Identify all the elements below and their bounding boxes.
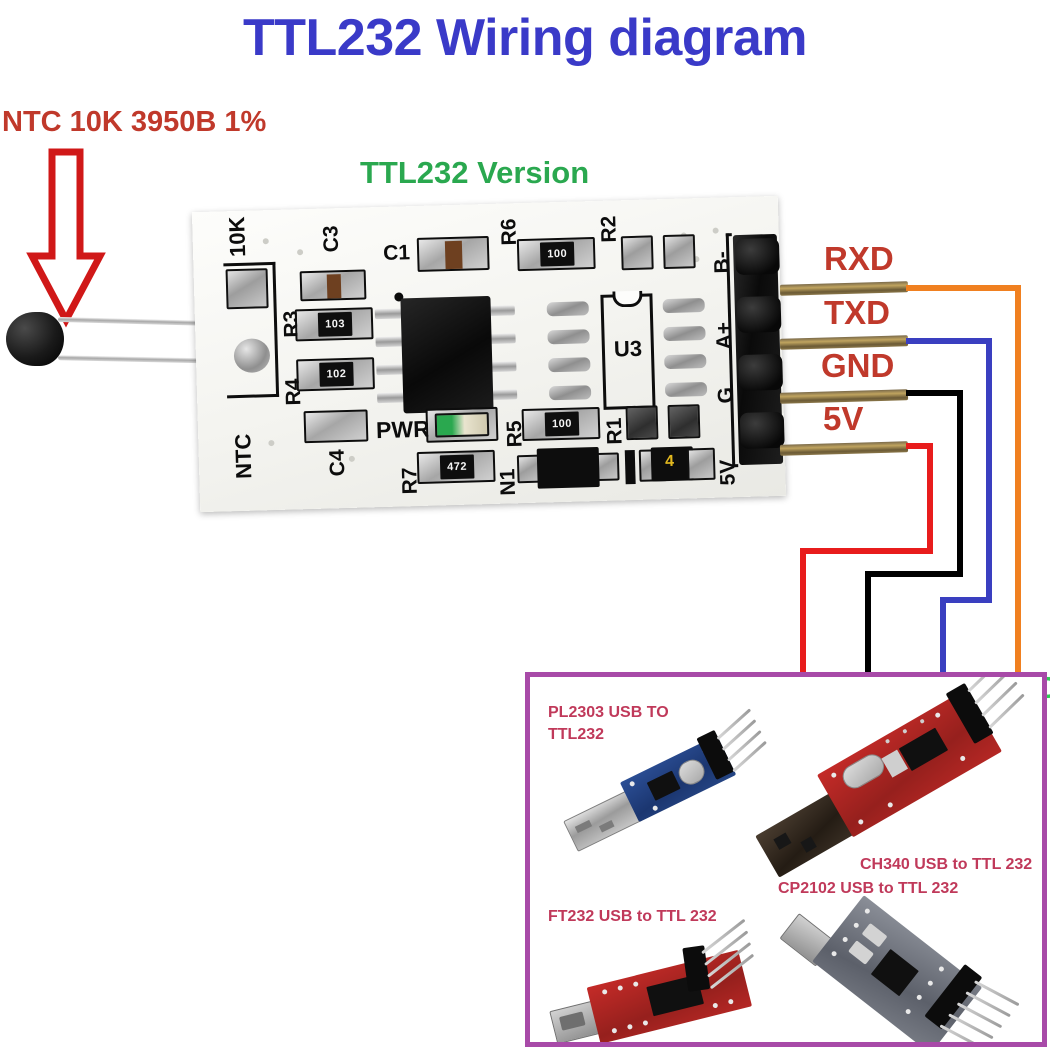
- pwr-led: [434, 412, 490, 438]
- r7-value: 472: [439, 454, 475, 480]
- r5-value: 100: [544, 411, 580, 437]
- wire-rxd: [906, 285, 1021, 678]
- ntc-thermistor-bead: [6, 312, 64, 366]
- silk-u3: U3: [613, 335, 643, 362]
- ntc-pad-top: [225, 268, 269, 310]
- pointer-arrow-icon: [26, 148, 106, 328]
- adapter-label-pl2303-line2: TTL232: [548, 726, 605, 743]
- main-ic: [400, 295, 494, 414]
- adapter-label-cp2102: CP2102 USB to TTL 232: [778, 880, 959, 897]
- silk-n1: N1: [496, 468, 520, 496]
- label-rxd: RXD: [824, 240, 894, 277]
- ntc-part-label: NTC 10K 3950B 1%: [2, 106, 267, 138]
- ttl232-sensor-board: 10K NTC C3 R3 103 R4 102 C4 C1: [191, 195, 787, 513]
- component-c3: [299, 269, 367, 302]
- adapter-ft232: [538, 913, 775, 1042]
- silk-r2: R2: [597, 215, 621, 243]
- pin-wire-5v: [779, 441, 909, 456]
- silk-c3: C3: [319, 225, 344, 253]
- label-gnd: GND: [821, 347, 895, 384]
- silk-ntc: NTC: [230, 433, 257, 480]
- component-r5: 100: [521, 406, 601, 442]
- adapter-label-ft232: FT232 USB to TTL 232: [548, 908, 717, 925]
- adapter-label-pl2303-line1: PL2303 USB TO: [548, 704, 669, 721]
- r3-value: 103: [317, 311, 353, 337]
- component-r7: 472: [416, 449, 496, 485]
- r2-pad-b: [662, 234, 696, 270]
- silk-c4: C4: [325, 449, 350, 477]
- wire-txd: [906, 338, 992, 678]
- usb-adapter-panel: PL2303 USB TO TTL232: [525, 672, 1047, 1047]
- silk-10k: 10K: [224, 216, 251, 258]
- wire-5v: [800, 443, 933, 678]
- r2-pad-a: [620, 235, 654, 271]
- page-title: TTL232 Wiring diagram: [242, 9, 808, 67]
- board-version-label: TTL232 Version: [360, 155, 590, 190]
- label-txd: TXD: [824, 294, 890, 331]
- r1-pad-b: [667, 404, 701, 440]
- component-c4: [303, 409, 369, 444]
- component-r4: 102: [296, 357, 375, 392]
- component-n1: [536, 446, 600, 489]
- component-r6: 100: [516, 237, 596, 272]
- wire-gnd: [865, 390, 963, 678]
- silk-mark-4: 4: [664, 452, 675, 471]
- silk-c1: C1: [382, 241, 411, 265]
- component-c1: [416, 235, 490, 272]
- r6-value: 100: [539, 241, 575, 267]
- pwr-led-frame: [425, 406, 499, 443]
- label-5v: 5V: [823, 400, 864, 437]
- silk-pwr: PWR: [375, 415, 431, 444]
- component-r3: 103: [294, 307, 374, 342]
- silk-r1: R1: [602, 417, 627, 445]
- r4-value: 102: [319, 361, 354, 387]
- r1-pad-a: [625, 405, 659, 441]
- adapter-label-ch340: CH340 USB to TTL 232: [860, 856, 1033, 873]
